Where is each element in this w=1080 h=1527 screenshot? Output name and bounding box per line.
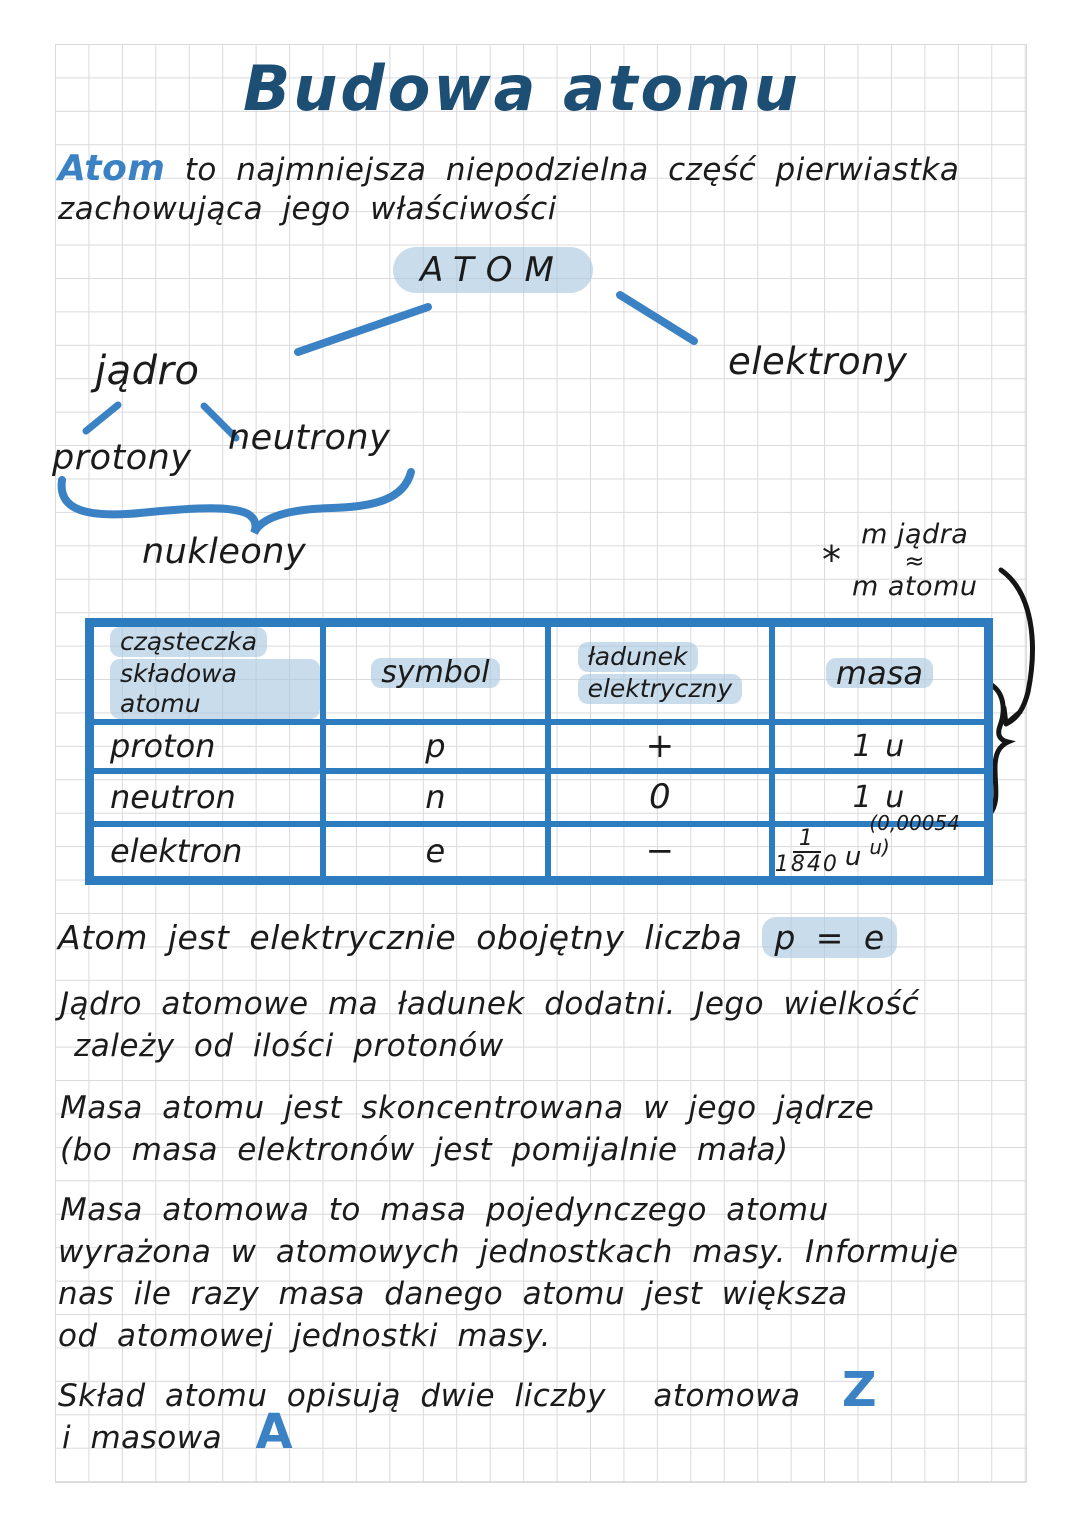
header-charge: ładunek elektryczny [547,624,772,722]
row-electron-symbol: e [322,823,548,879]
header-mass-text: masa [825,657,933,689]
fraction-numerator: 1 [792,827,821,853]
mass-approx-note: m jądra ≈ m atomu [852,519,978,602]
p-equals-e-highlight: p = e [762,917,897,958]
note-atomic-mass-line1: Masa atomowa to masa pojedynczego atomu [60,1192,829,1228]
diagram-nucleons-label: nukleony [142,532,307,572]
row-neutron-charge: 0 [547,770,772,824]
header-charge-line1: ładunek [577,642,698,672]
mass-note-denominator: m atomu [852,571,978,602]
diagram-neutrons-label: neutrony [228,418,391,458]
atomic-number-letter: Z [841,1362,878,1418]
note-two-numbers-pre: Skład atomu opisują dwie liczby [58,1378,607,1414]
note-neutral-atom-text: Atom jest elektrycznie obojętny liczba [58,918,743,957]
row-proton-name: proton [91,722,323,771]
row-proton-symbol: p [322,722,548,771]
header-mass: masa [771,624,987,722]
note-nucleus-charge-line1: Jądro atomowe ma ładunek dodatni. Jego w… [60,986,920,1022]
note-two-numbers-line2: i masowa A [62,1404,293,1460]
header-particle-line1: cząsteczka [110,627,268,657]
electron-mass-decimal: (0,00054 u) [869,811,960,860]
note-atomic-mass-line4: od atomowej jednostki masy. [58,1318,552,1354]
note-atomic-mass-line3: nas ile razy masa danego atomu jest więk… [58,1276,848,1312]
note-neutral-atom: Atom jest elektrycznie obojętny liczba p… [58,917,897,958]
row-electron-charge: − [547,823,772,879]
fraction-denominator: 1840 [774,851,839,877]
header-symbol-text: symbol [371,658,500,688]
row-proton-mass: 1 u [771,722,987,771]
row-neutron-mass: 1 u [771,770,987,824]
particles-table: cząsteczka składowa atomu symbol ładunek… [85,618,993,885]
note-nucleus-charge-line2: zależy od ilości protonów [74,1028,504,1064]
row-neutron-symbol: n [322,770,548,824]
header-particle: cząsteczka składowa atomu [91,624,323,722]
mass-note-numerator: m jądra [861,519,969,550]
diagram-root-atom: ATOM [393,247,593,293]
row-neutron-name: neutron [91,770,323,824]
header-particle-line2: składowa atomu [110,659,320,719]
asterisk-mark: * [822,538,841,582]
diagram-electrons-label: elektrony [728,340,908,383]
row-proton-charge: + [547,722,772,771]
header-symbol: symbol [322,624,548,722]
intro-line-1-text: to najmniejsza niepodzielna część pierwi… [184,152,960,188]
intro-line-2: zachowująca jego właściwości [58,191,557,227]
diagram-protons-label: protony [52,438,192,478]
electron-mass-fraction: 1 1840 [775,827,839,876]
note-atomic-mass-line2: wyrażona w atomowych jednostkach masy. I… [58,1234,959,1270]
atom-label: ATOM [420,250,566,290]
row-electron-mass: 1 1840 u (0,00054 u) [771,811,987,879]
note-mass-concentrated-line2: (bo masa elektronów jest pomijalnie mała… [60,1132,789,1168]
mass-number-letter: A [255,1404,294,1460]
electron-mass-unit: u [844,842,864,873]
header-charge-line2: elektryczny [577,674,743,704]
note-atomic-word: atomowa [653,1378,801,1414]
intro-line-1: Atom to najmniejsza niepodzielna część p… [58,148,959,189]
row-electron-name: elektron [91,823,323,879]
page-title: Budowa atomu [243,52,801,125]
note-two-numbers-line1: Skład atomu opisują dwie liczby atomowa … [58,1362,877,1418]
note-mass-concentrated-line1: Masa atomu jest skoncentrowana w jego ją… [60,1090,875,1126]
approx-symbol: ≈ [904,547,926,575]
note-mass-word: i masowa [62,1420,223,1456]
diagram-nucleus-label: jądro [95,348,200,394]
intro-lead-word: Atom [58,148,166,189]
